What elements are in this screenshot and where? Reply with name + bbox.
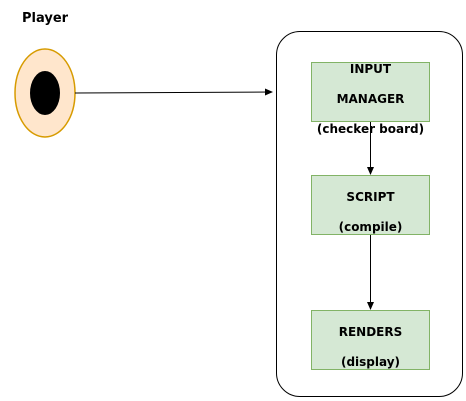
eye-pupil-shape	[30, 71, 60, 115]
node-input-line-2: MANAGER	[336, 92, 405, 106]
node-renders: RENDERS (display)	[311, 310, 430, 370]
node-renders-line-2: (display)	[340, 355, 401, 369]
node-script-line-1: SCRIPT	[346, 190, 395, 204]
node-script-line-2: (compile)	[338, 220, 403, 234]
node-input-manager: INPUT MANAGER (checker board)	[311, 62, 430, 136]
node-renders-line-1: RENDERS	[338, 325, 403, 339]
node-script: SCRIPT (compile)	[311, 175, 430, 235]
player-label: Player	[22, 11, 69, 26]
node-input-line-3: (checker board)	[316, 122, 425, 136]
player-eye-icon	[14, 48, 76, 138]
edge-player-to-system	[74, 88, 273, 96]
node-input-line-1: INPUT	[349, 62, 392, 76]
